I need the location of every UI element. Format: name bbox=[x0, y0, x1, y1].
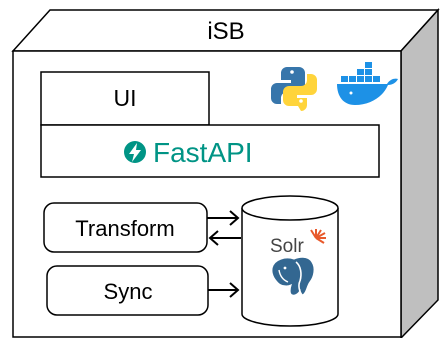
arrow-sync-to-store bbox=[208, 282, 240, 298]
transform-label: Transform bbox=[75, 216, 174, 241]
postgres-elephant-icon bbox=[271, 256, 315, 296]
fastapi-box bbox=[40, 124, 380, 178]
sync-label: Sync bbox=[104, 279, 153, 304]
box-title: iSB bbox=[207, 18, 244, 45]
arrow-store-to-transform bbox=[208, 230, 241, 246]
box-side-face bbox=[400, 8, 439, 338]
fastapi-label: FastAPI bbox=[153, 137, 253, 168]
solr-label: Solr bbox=[270, 236, 304, 257]
docker-logo-icon bbox=[337, 62, 398, 105]
fastapi-bolt-icon bbox=[124, 141, 146, 163]
transform-box bbox=[43, 202, 208, 253]
solr-sun-icon bbox=[310, 229, 326, 244]
arrow-transform-to-store bbox=[207, 210, 240, 226]
ui-label: UI bbox=[114, 85, 137, 111]
python-logo-icon bbox=[271, 67, 317, 111]
